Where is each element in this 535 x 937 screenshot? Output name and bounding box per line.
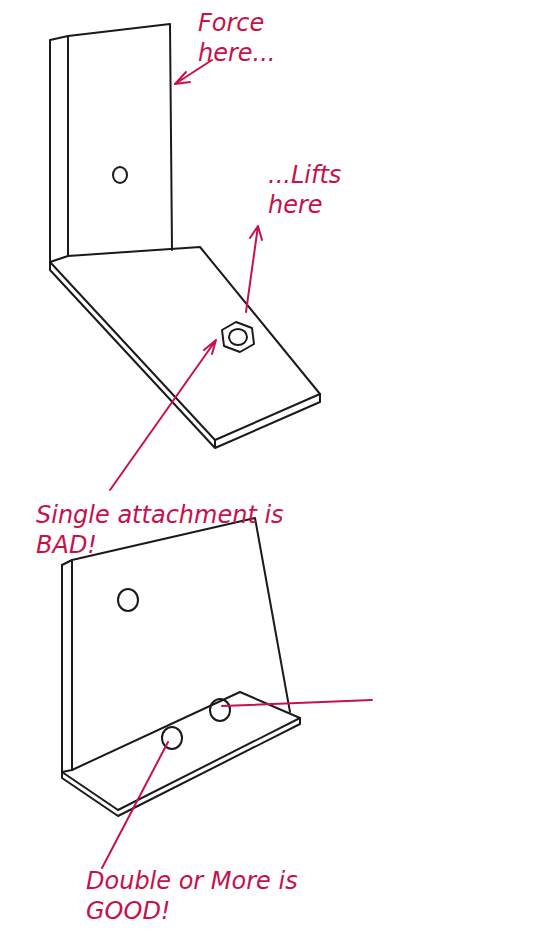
- base-plate: [50, 247, 320, 440]
- handwritten-note: Single attachment is BAD!: [36, 500, 336, 560]
- leader-line: [102, 742, 168, 868]
- handwritten-note: ...Lifts here: [268, 160, 378, 220]
- bolt-hole: [210, 699, 230, 721]
- bolt-hole: [113, 167, 127, 183]
- plate-thickness: [50, 262, 320, 448]
- vertical-plate: [50, 24, 172, 262]
- plate-thickness: [62, 718, 300, 816]
- leader-line: [110, 340, 216, 490]
- bolt-end: [229, 329, 247, 345]
- handwritten-note: Double or More is GOOD!: [86, 866, 316, 926]
- base-plate: [62, 692, 300, 810]
- handwritten-note: Force here...: [198, 8, 308, 68]
- hex-nut: [222, 322, 254, 352]
- bolt-hole: [118, 589, 138, 611]
- lift-arrow: [246, 226, 262, 312]
- leader-line: [222, 700, 372, 706]
